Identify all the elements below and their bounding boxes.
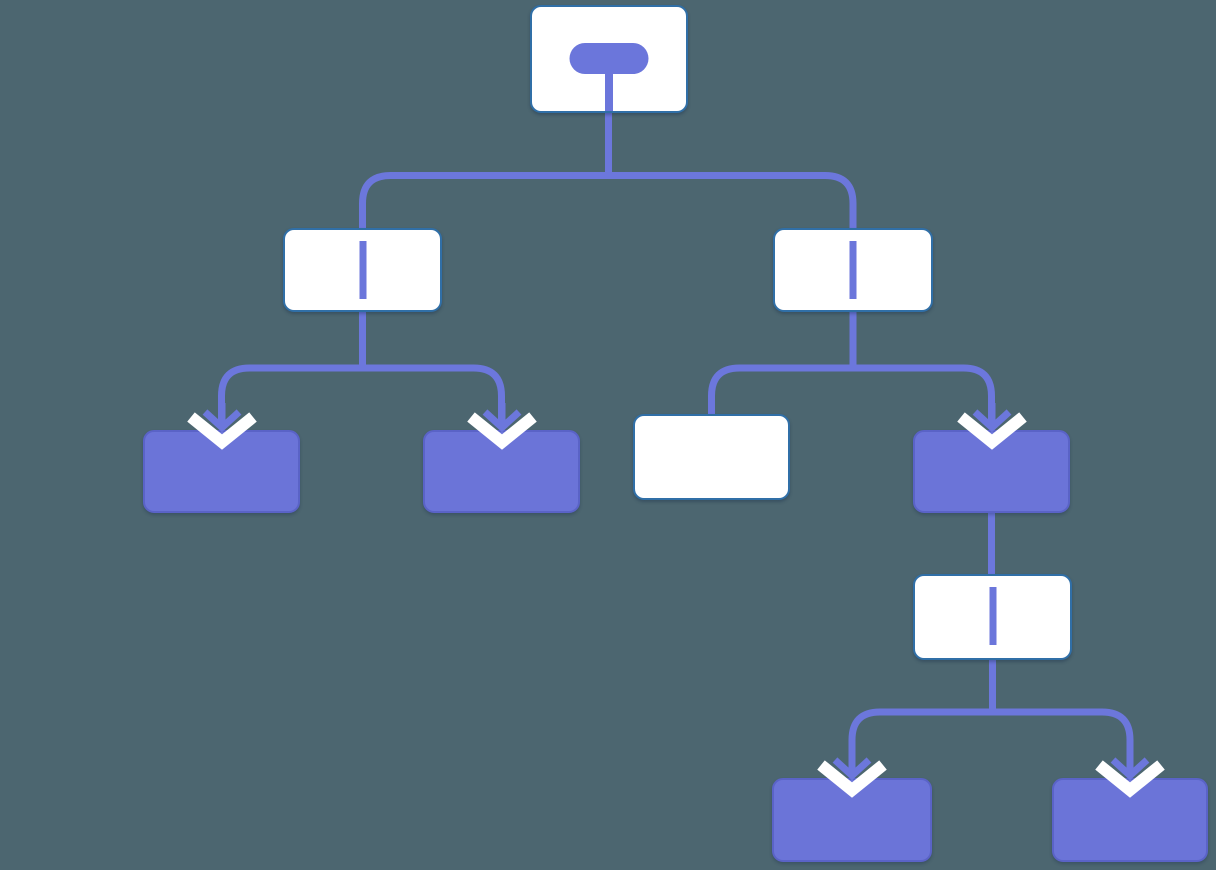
node-leaf-3[interactable] bbox=[772, 751, 932, 862]
split-cursor-icon bbox=[359, 241, 366, 299]
node-leaf-4[interactable] bbox=[1052, 751, 1208, 862]
split-cursor-icon bbox=[849, 241, 857, 299]
node-leaf-1[interactable] bbox=[143, 403, 300, 513]
node-branch-right[interactable] bbox=[773, 228, 933, 312]
root-pill-stem bbox=[605, 69, 613, 111]
node-empty[interactable] bbox=[633, 414, 790, 500]
node-leaf-2[interactable] bbox=[423, 403, 580, 513]
root-pill-icon bbox=[569, 43, 649, 74]
split-cursor-icon bbox=[989, 587, 996, 645]
node-mid[interactable] bbox=[913, 403, 1070, 513]
node-branch-left[interactable] bbox=[283, 228, 442, 312]
node-root[interactable] bbox=[530, 5, 688, 113]
node-branch-bottom[interactable] bbox=[913, 574, 1072, 660]
